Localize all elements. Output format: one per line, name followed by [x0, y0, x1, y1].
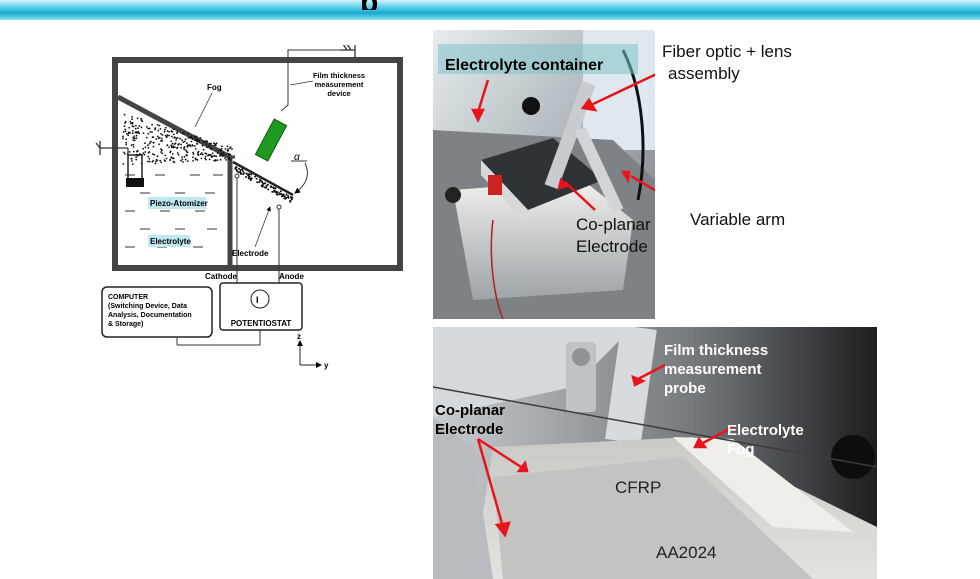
ground-symbol-top	[340, 45, 356, 57]
label-aa2024: AA2024	[656, 543, 717, 562]
schematic-drawing: α Fog Film thickness measurement device …	[95, 45, 403, 370]
photo2-image	[433, 327, 877, 579]
computer-box	[101, 286, 213, 338]
header-banner	[0, 0, 980, 20]
sloped-electrode	[232, 160, 294, 197]
outer-chamber	[112, 57, 403, 271]
label-film-probe-1: Film thickness	[664, 342, 769, 359]
label-coplanar-photo2: Co-planar	[435, 402, 506, 419]
label-fiber-optic: Fiber optic + lens	[662, 42, 792, 61]
photo2-arrows	[476, 363, 734, 538]
label-cfrp: CFRP	[615, 478, 662, 497]
film-device-label-2: measurement	[315, 80, 364, 89]
potentiostat-label: POTENTIOSTAT	[231, 319, 292, 328]
axis-z-label: z	[297, 332, 301, 341]
photo-electrolyte-container	[433, 30, 655, 319]
computer-label-3: Analysis, Documentation	[108, 312, 192, 319]
label-electrolyte-container: Electrolyte container	[445, 57, 604, 74]
label-electrode-photo2: Electrode	[435, 421, 504, 438]
film-probe-symbol	[254, 118, 288, 162]
electrolyte-label: Electrolyte	[150, 237, 191, 246]
piezo-label: Piezo-Atomizer	[150, 199, 208, 208]
ground-symbol-left	[95, 141, 129, 158]
photo1-arrows	[470, 73, 655, 211]
label-film-probe-2: measurement	[664, 361, 762, 378]
photo-film-probe	[433, 327, 877, 579]
anode-label: Anode	[279, 272, 304, 281]
electrode-label: Electrode	[232, 249, 269, 258]
current-symbol: I	[256, 295, 259, 305]
film-device-label-1: Film thickness	[313, 71, 365, 80]
piezo-atomizer	[127, 154, 143, 181]
computer-label-1: COMPUTER	[108, 294, 148, 301]
photo1-image	[433, 30, 655, 319]
computer-label-2: (Switching Device, Data	[108, 303, 187, 310]
label-electrolyte-fog-1: Electrolyte	[727, 422, 804, 439]
angle-alpha-label: α	[294, 152, 300, 163]
label-electrolyte-fog-2: Fog	[727, 441, 755, 458]
coordinate-axes	[297, 340, 322, 368]
axis-y-label: y	[324, 361, 329, 370]
label-electrode-photo1: Electrode	[576, 237, 648, 256]
setup-schematic: α Fog Film thickness measurement device …	[95, 45, 410, 375]
label-coplanar-photo1: Co-planar	[576, 215, 651, 234]
label-variable-arm: Variable arm	[690, 210, 786, 229]
label-fiber-optic-2: assembly	[668, 64, 740, 83]
film-device-label-3: device	[327, 89, 350, 98]
fog-label: Fog	[207, 83, 222, 92]
cathode-label: Cathode	[205, 272, 238, 281]
label-film-probe-3: probe	[664, 380, 706, 397]
computer-label-4: & Storage)	[108, 321, 143, 328]
slide-title-fragment: p	[360, 0, 380, 10]
fog-particles	[122, 113, 294, 203]
